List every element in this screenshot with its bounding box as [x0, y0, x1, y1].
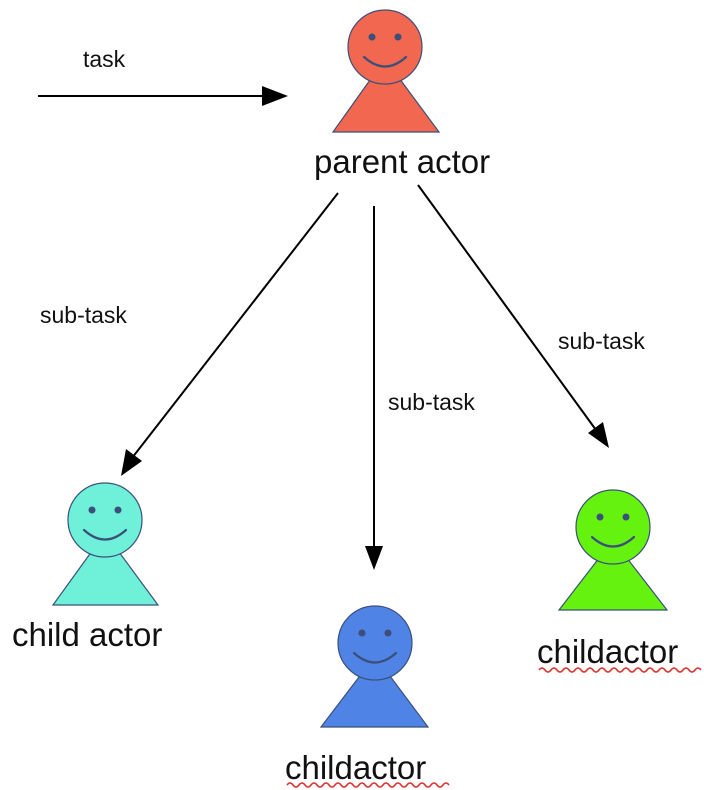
spellcheck-underline-right — [538, 667, 702, 673]
subtask-arrow-left — [121, 192, 339, 476]
child-actor-left-label: child actor — [12, 616, 162, 653]
subtask-arrow-middle — [365, 206, 383, 570]
parent-actor-label: parent actor — [314, 143, 490, 180]
child-actor-middle-icon — [319, 605, 430, 728]
subtask-label-right: sub-task — [558, 328, 645, 354]
parent-actor-icon — [331, 9, 441, 133]
subtask-arrow-right — [417, 184, 609, 448]
subtask-label-middle: sub-task — [388, 389, 475, 415]
child-actor-right-label: childactor — [537, 633, 678, 670]
spellcheck-underline-middle — [286, 782, 450, 788]
child-actor-middle-label: childactor — [285, 749, 426, 786]
subtask-label-left: sub-task — [40, 302, 127, 328]
child-actor-right-icon — [557, 489, 669, 611]
task-label: task — [83, 46, 126, 72]
task-arrow — [38, 86, 288, 106]
child-actor-left-icon — [51, 482, 160, 606]
